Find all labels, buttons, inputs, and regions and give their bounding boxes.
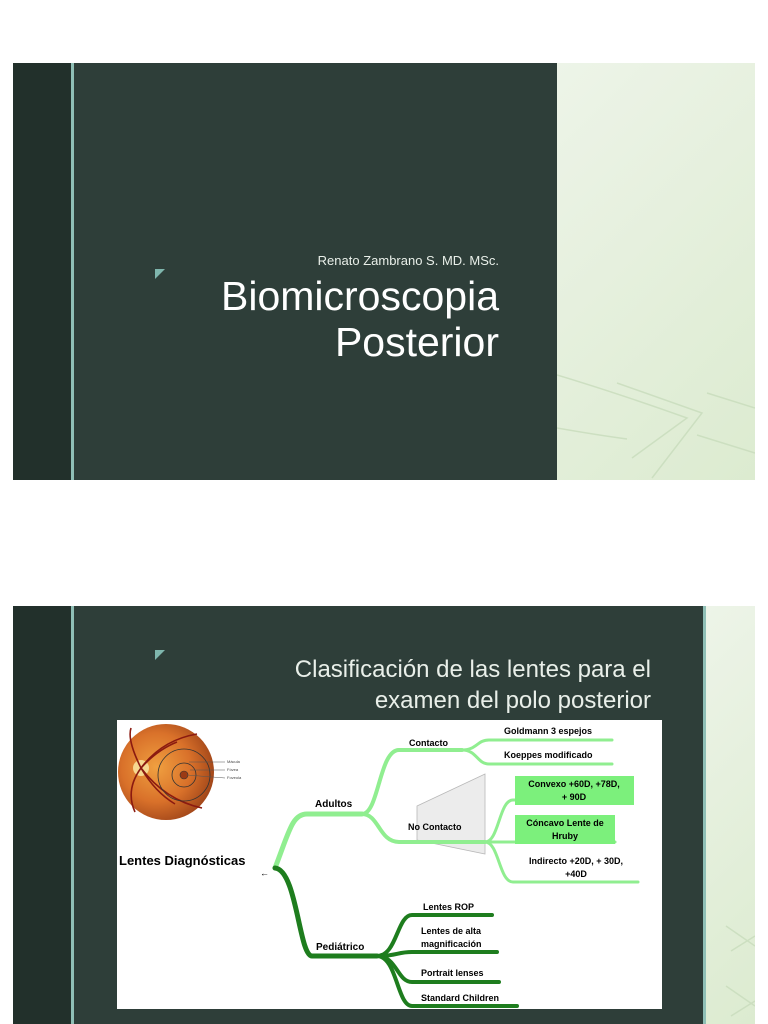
mind-map: Mácula Fóvea Foveola [118, 724, 640, 1008]
node-convexo-l2: + 90D [562, 792, 587, 802]
concavo-highlight [515, 815, 615, 844]
title-line-1: Biomicroscopia [221, 273, 499, 319]
node-indirecto-l2: +40D [565, 869, 587, 879]
slide-title: Clasificación de las lentes para el exam… [295, 654, 651, 716]
root-node: Lentes Diagnósticas [119, 853, 245, 868]
convexo-highlight [515, 776, 634, 805]
chevron-decoration [557, 374, 755, 479]
bullet-triangle-icon [155, 269, 165, 279]
node-pediatrico: Pediátrico [316, 942, 364, 953]
title-slide: Renato Zambrano S. MD. MSc. Biomicroscop… [13, 63, 755, 480]
title-slide-body [74, 63, 557, 480]
node-lentes-rop: Lentes ROP [423, 902, 474, 912]
left-accent-line [71, 63, 74, 480]
left-dark-stripe [13, 63, 71, 480]
node-concavo-l2: Hruby [552, 831, 578, 841]
green-side-panel [557, 63, 755, 480]
node-no-contacto: No Contacto [408, 822, 462, 832]
fundus-image: Mácula Fóvea Foveola [118, 724, 242, 820]
no-contacto-callout [416, 773, 486, 855]
node-goldmann: Goldmann 3 espejos [504, 726, 592, 736]
lens-classification-diagram: Mácula Fóvea Foveola [117, 720, 662, 1009]
node-koeppes: Koeppes modificado [504, 750, 593, 760]
node-contacto: Contacto [409, 738, 448, 748]
node-portrait: Portrait lenses [421, 968, 484, 978]
node-alta-l1: Lentes de alta [421, 926, 482, 936]
slide-title: Biomicroscopia Posterior [221, 273, 499, 365]
author-name: Renato Zambrano S. MD. MSc. [317, 253, 499, 268]
node-indirecto-l1: Indirecto +20D, + 30D, [529, 856, 623, 866]
fundus-label-macula: Mácula [227, 759, 241, 764]
title-line-1: Clasificación de las lentes para el [294, 656, 651, 683]
expand-arrow-icon: ← [260, 868, 269, 878]
node-convexo-l1: Convexo +60D, +78D, [528, 779, 620, 789]
left-accent-line [71, 606, 74, 1024]
right-accent-line [703, 606, 706, 1024]
node-standard: Standard Children [421, 993, 499, 1003]
pediatrico-branches [272, 865, 519, 1008]
node-adultos: Adultos [315, 799, 353, 810]
node-concavo-l1: Cóncavo Lente de [526, 818, 604, 828]
title-line-2: Posterior [334, 319, 499, 365]
title-line-2: examen del polo posterior [374, 687, 651, 714]
node-alta-l2: magnificación [421, 939, 482, 949]
left-dark-stripe [13, 606, 71, 1024]
fundus-label-foveola: Foveola [227, 775, 242, 780]
green-side-panel [706, 606, 755, 1024]
bullet-triangle-icon [155, 650, 165, 660]
adultos-branches [272, 738, 640, 884]
chevron-decoration [725, 925, 755, 1017]
fundus-label-fovea: Fóvea [227, 767, 239, 772]
classification-slide: Clasificación de las lentes para el exam… [13, 606, 755, 1024]
